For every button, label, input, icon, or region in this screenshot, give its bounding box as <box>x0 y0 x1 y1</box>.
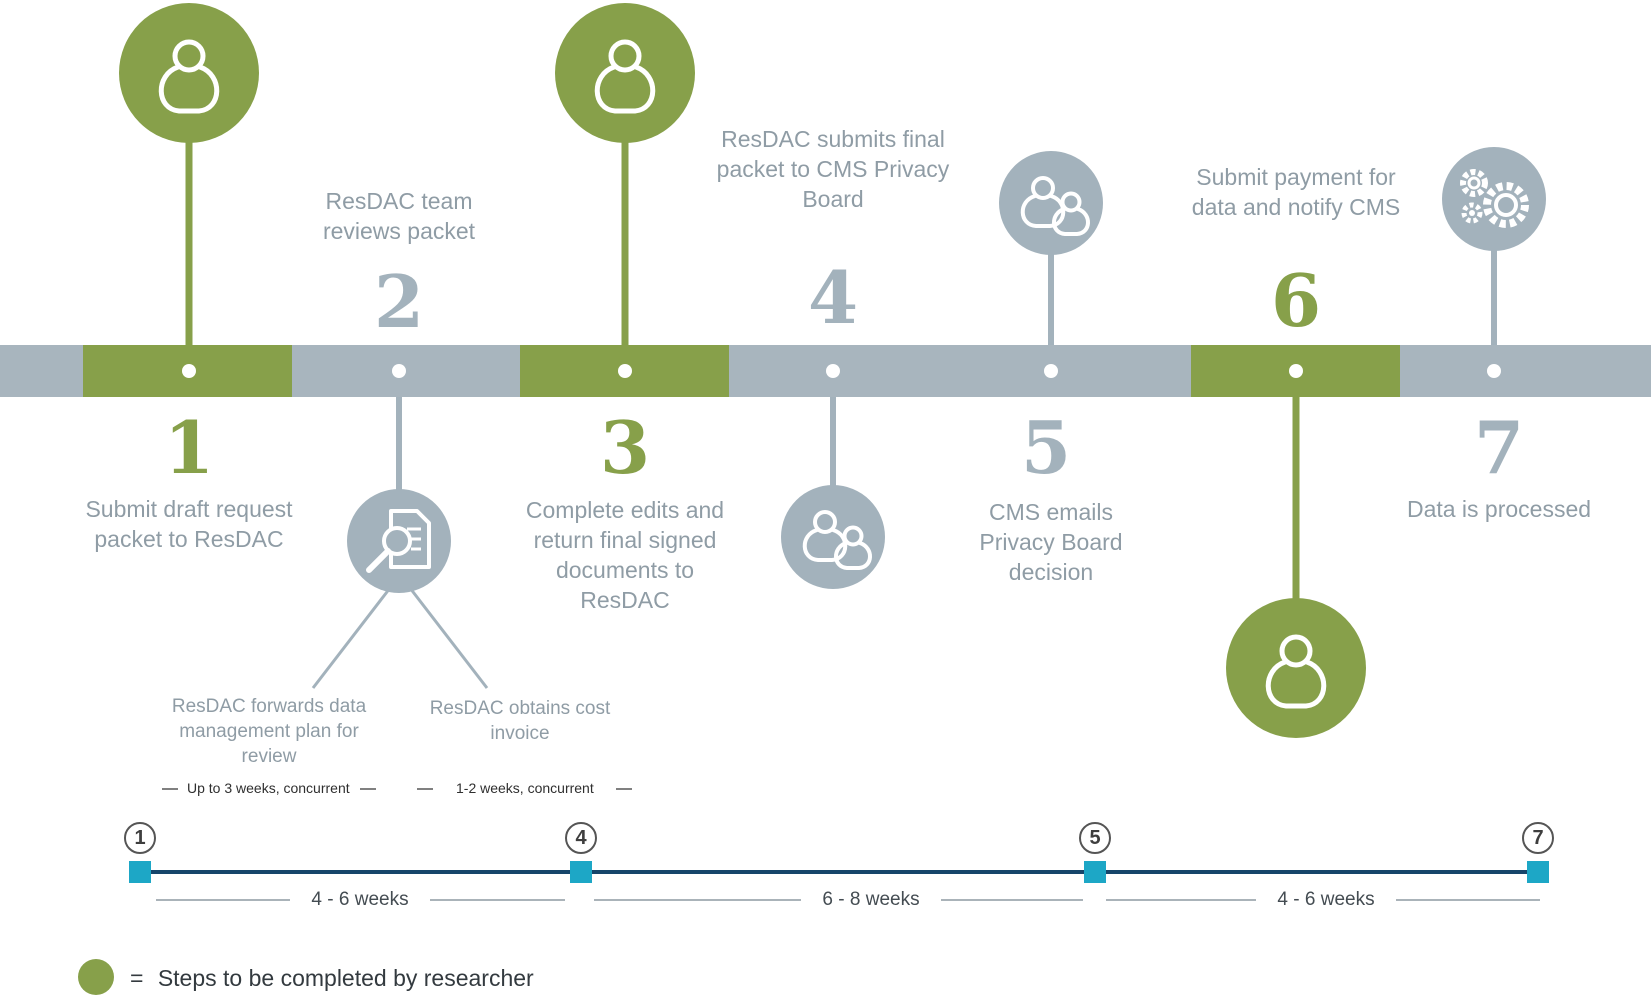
timeline-marker-4 <box>570 861 592 883</box>
timeline-marker-5 <box>1084 861 1106 883</box>
step-3-dot <box>618 364 632 378</box>
timeline-label-7: 7 <box>1532 827 1544 849</box>
step-6-label: Submit payment for data and notify CMS <box>1191 164 1401 220</box>
step-3-number: 3 <box>599 405 651 490</box>
step-4-dot <box>826 364 840 378</box>
step-2-label: ResDAC team reviews packet <box>322 188 476 244</box>
step-3-pin <box>555 3 695 378</box>
sub-step-label-dmp: ResDAC forwards data management plan for… <box>171 696 367 767</box>
step-6-pin <box>1226 364 1366 738</box>
step-7-number: 7 <box>1473 405 1525 490</box>
legend-text: Steps to be completed by researcher <box>157 965 534 991</box>
step-6-dot <box>1289 364 1303 378</box>
duration-label-1: 4 - 6 weeks <box>290 889 430 911</box>
step-5-number: 5 <box>1020 405 1072 490</box>
step-7-pin <box>1442 147 1546 378</box>
step-5-icon-circle <box>999 151 1103 255</box>
timeline-label-4: 4 <box>575 827 587 849</box>
timeline-label-1: 1 <box>134 827 146 849</box>
timeline-marker-1-ring <box>124 822 156 854</box>
step-5-pin <box>999 151 1103 378</box>
process-bar <box>0 345 1651 397</box>
step-5-dot <box>1044 364 1058 378</box>
legend: = Steps to be completed by researcher <box>130 965 534 992</box>
step-1-dot <box>182 364 196 378</box>
step-6-number: 6 <box>1270 258 1322 343</box>
timeline-marker-5-ring <box>1079 822 1111 854</box>
step-1-number: 1 <box>163 405 215 490</box>
sub-step-duration-dmp: Up to 3 weeks, concurrent <box>187 780 350 796</box>
duration-label-3: 4 - 6 weeks <box>1256 889 1396 911</box>
duration-timeline <box>124 822 1554 901</box>
duration-label-2: 6 - 8 weeks <box>801 889 941 911</box>
step-1-label: Submit draft request packet to ResDAC <box>85 496 293 552</box>
step-2-number: 2 <box>373 259 425 344</box>
sub-step-label-invoice: ResDAC obtains cost invoice <box>429 698 611 744</box>
step-7-dot <box>1487 364 1501 378</box>
legend-equals: = <box>130 965 144 991</box>
step-4-number: 4 <box>807 255 859 340</box>
step-7-icon-circle <box>1442 147 1546 251</box>
timeline-label-5: 5 <box>1089 827 1101 849</box>
step-4-icon-circle <box>781 485 885 589</box>
step-4-label: ResDAC submits final packet to CMS Priva… <box>716 126 950 212</box>
step-3-label: Complete edits and return final signed d… <box>525 497 725 613</box>
step-3-icon-circle <box>555 3 695 143</box>
legend-green-dot <box>78 959 114 995</box>
timeline-marker-1 <box>129 861 151 883</box>
step-1-pin <box>119 3 259 378</box>
timeline-marker-7-ring <box>1522 822 1554 854</box>
step-2-pin <box>311 364 489 689</box>
step-2-dot <box>392 364 406 378</box>
step-6-icon-circle <box>1226 598 1366 738</box>
timeline-marker-7 <box>1527 861 1549 883</box>
sub-step-duration-invoice: 1-2 weeks, concurrent <box>456 780 594 796</box>
timeline-marker-4-ring <box>565 822 597 854</box>
step-7-label: Data is processed <box>1406 496 1592 522</box>
step-5-label: CMS emails Privacy Board decision <box>979 499 1123 585</box>
step-4-pin <box>781 364 885 589</box>
step-1-icon-circle <box>119 3 259 143</box>
